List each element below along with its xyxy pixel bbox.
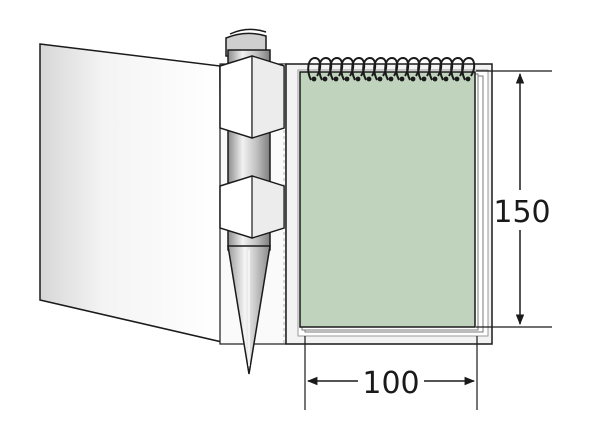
width-dimension: 100 [304,336,478,410]
spiral-binding [307,56,476,82]
pen-loop-lower [219,175,285,239]
pen-loop-upper [219,55,285,139]
width-label: 100 [362,366,419,401]
spiral-ring [461,56,476,82]
notepad [299,71,484,333]
height-label: 150 [493,195,550,230]
height-dimension: 150 [476,70,552,328]
notepad-sheet [299,71,476,328]
front-cover [39,43,223,343]
